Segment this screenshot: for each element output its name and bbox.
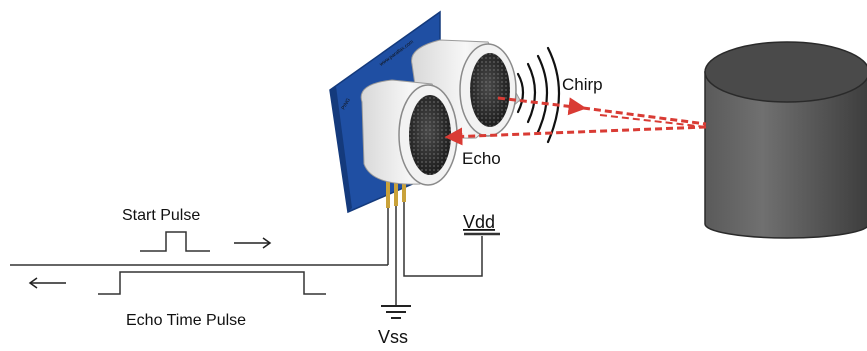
left-arrow [28, 277, 66, 289]
right-arrow [234, 237, 272, 249]
start-pulse-label: Start Pulse [122, 207, 200, 224]
signal-paths [444, 96, 707, 146]
echo-time-pulse-label: Echo Time Pulse [126, 312, 246, 329]
svg-text:PING: PING [341, 97, 352, 111]
echo-time-pulse-waveform [98, 271, 326, 295]
echo-from-target [444, 125, 707, 146]
chirp-label: Chirp [562, 75, 603, 94]
sensor-pins [386, 170, 406, 208]
target-object [704, 41, 867, 239]
vdd-label: Vdd [463, 212, 495, 232]
vss-label: Vss [378, 327, 408, 347]
start-pulse-waveform [140, 231, 210, 252]
echo-label: Echo [462, 149, 501, 168]
chirp-to-target [582, 106, 707, 126]
chirp-arrow [497, 96, 587, 116]
wiring [10, 202, 500, 306]
reflection-line [599, 114, 707, 128]
sound-waves [516, 46, 561, 144]
receiver-transducer [360, 79, 461, 186]
ground-symbol [381, 305, 411, 319]
vdd-wire [403, 202, 483, 277]
